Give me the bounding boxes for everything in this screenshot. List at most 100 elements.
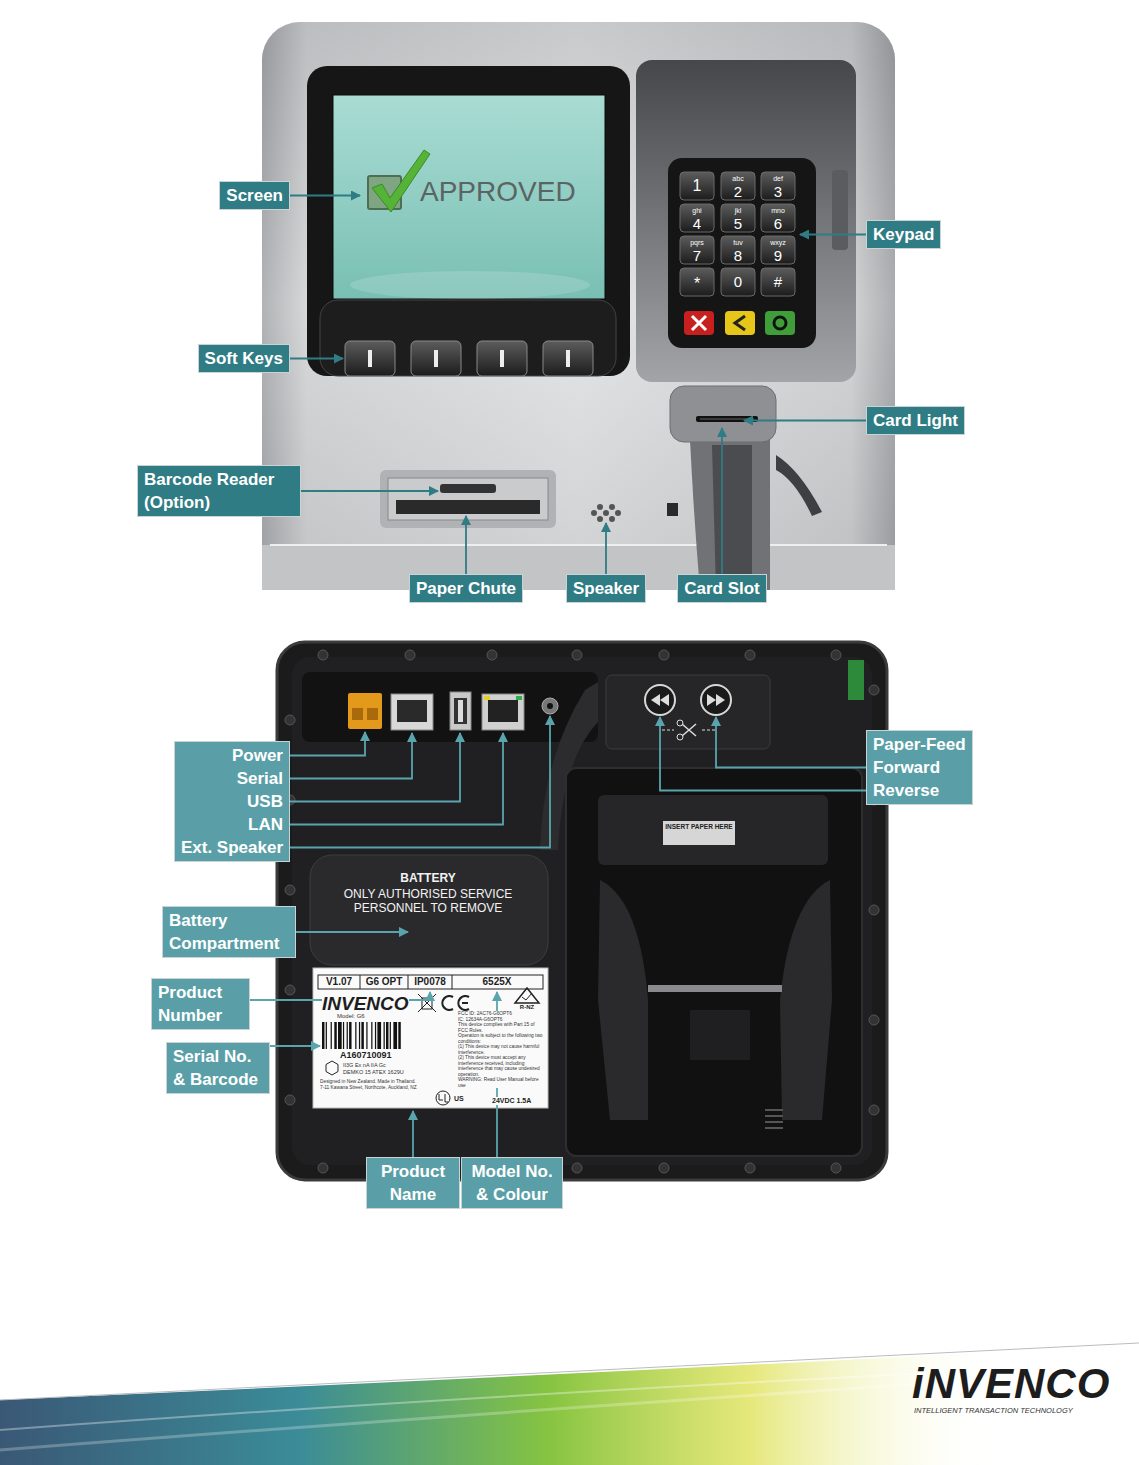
key-letters: pqrs [690, 239, 704, 247]
speaker-grille [615, 510, 621, 516]
leader-line [290, 732, 365, 756]
callout-label: Card Light [873, 409, 958, 432]
rear-housing [848, 660, 864, 700]
screw [285, 1095, 295, 1105]
screw [869, 1105, 879, 1115]
callout-box: Paper Chute [409, 574, 523, 603]
barcode-bar [338, 1022, 342, 1049]
screw [572, 1163, 582, 1173]
keypad [684, 311, 714, 335]
fine-print: This device complies with Part 15 of FCC… [458, 1022, 544, 1033]
screen-bezel [350, 271, 590, 299]
keypad [721, 204, 755, 232]
connector-panel [516, 696, 522, 700]
leader-line [800, 234, 866, 236]
key-digit: 5 [734, 215, 742, 232]
screen-bezel [307, 66, 630, 376]
leader-line [250, 716, 866, 1157]
screw [659, 650, 669, 660]
connector-panel [352, 708, 363, 720]
callout-box: Card Slot [677, 574, 767, 603]
product-label [313, 968, 548, 1108]
leader-line [465, 516, 467, 574]
keypad [721, 172, 755, 200]
power-rating: 24VDC 1.5A [492, 1097, 531, 1105]
keypad [692, 316, 706, 330]
callout-label: Barcode Reader (Option) [144, 468, 294, 514]
card-reader [667, 386, 822, 590]
screw [831, 1163, 841, 1173]
front-housing [262, 22, 895, 590]
barcode-bar [349, 1022, 351, 1049]
leader-line [270, 1045, 320, 1047]
screw [659, 1163, 669, 1173]
leader-line [716, 717, 866, 768]
paper-feed-panel [645, 685, 675, 715]
callout-label: LAN [181, 813, 283, 836]
fine-print: DEMKO 15 ATEX 1629U [343, 1069, 404, 1075]
callout-label: Screen [226, 184, 283, 207]
connector-panel [397, 700, 427, 722]
fine-print: II3G Ex nA IIA Gc [343, 1062, 386, 1068]
keypad [680, 172, 714, 200]
callout-box: Serial No. & Barcode [166, 1042, 270, 1094]
connector-panel [488, 700, 518, 722]
leader-line [296, 931, 408, 933]
speaker-grille [591, 504, 621, 522]
screen-message: APPROVED [420, 176, 576, 208]
product-label [360, 975, 452, 989]
keypad [761, 204, 795, 232]
key-digit: 9 [774, 247, 782, 264]
speaker-grille [609, 516, 615, 522]
paper-feed-panel [606, 675, 770, 749]
product-label [442, 996, 453, 1010]
barcode-bar [343, 1022, 344, 1049]
callout-label: Forward [873, 756, 966, 779]
barcode-bar [390, 1022, 391, 1049]
barcode-bar [377, 1022, 381, 1049]
front-housing [270, 544, 887, 546]
footer-band [0, 1380, 980, 1450]
paper-feed-panel [701, 685, 731, 715]
key-digit: 3 [774, 183, 782, 200]
leader-line [301, 490, 438, 492]
key-digit: 4 [693, 215, 701, 232]
screw [318, 650, 328, 660]
screw [487, 650, 497, 660]
callout-box: Keypad [866, 220, 941, 249]
barcode-bar [393, 1022, 397, 1049]
paper-chute [396, 500, 540, 514]
screw [869, 685, 879, 695]
leader-line [290, 195, 360, 197]
fine-print: Model: G6 [337, 1013, 365, 1020]
soft-keys [411, 341, 461, 376]
printer-mechanism [598, 880, 648, 1120]
key-letters: def [773, 175, 783, 183]
connector-panel [454, 698, 467, 724]
callout-box: Soft Keys [198, 344, 290, 373]
front-housing [636, 60, 856, 382]
printer-mechanism [765, 1110, 783, 1128]
screw [745, 1163, 755, 1173]
callout-box: PowerSerialUSBLANExt. Speaker [174, 741, 290, 862]
footer-band [0, 1352, 1000, 1465]
paper-feed-panel [716, 694, 725, 706]
paper-feed-panel [677, 734, 683, 740]
soft-keys [320, 300, 616, 376]
callout-label: Serial No. & Barcode [173, 1045, 263, 1091]
barcode-bar [326, 1022, 327, 1049]
screw [285, 715, 295, 725]
soft-keys [320, 300, 616, 376]
keypad [680, 204, 714, 232]
barcode-bar [375, 1022, 376, 1049]
product-label [326, 1061, 338, 1075]
footer-logo: iNVENCO [912, 1363, 1110, 1405]
key-digit: 6 [774, 215, 782, 232]
footer-band [0, 1372, 950, 1430]
warning-text: ONLY AUTHORISED SERVICE PERSONNEL TO REM… [340, 887, 516, 915]
leader-line [412, 1111, 414, 1157]
keypad [765, 311, 795, 335]
printer-mechanism [648, 985, 782, 992]
serial-number: A160710091 [340, 1050, 392, 1060]
paper-chute [388, 478, 548, 520]
